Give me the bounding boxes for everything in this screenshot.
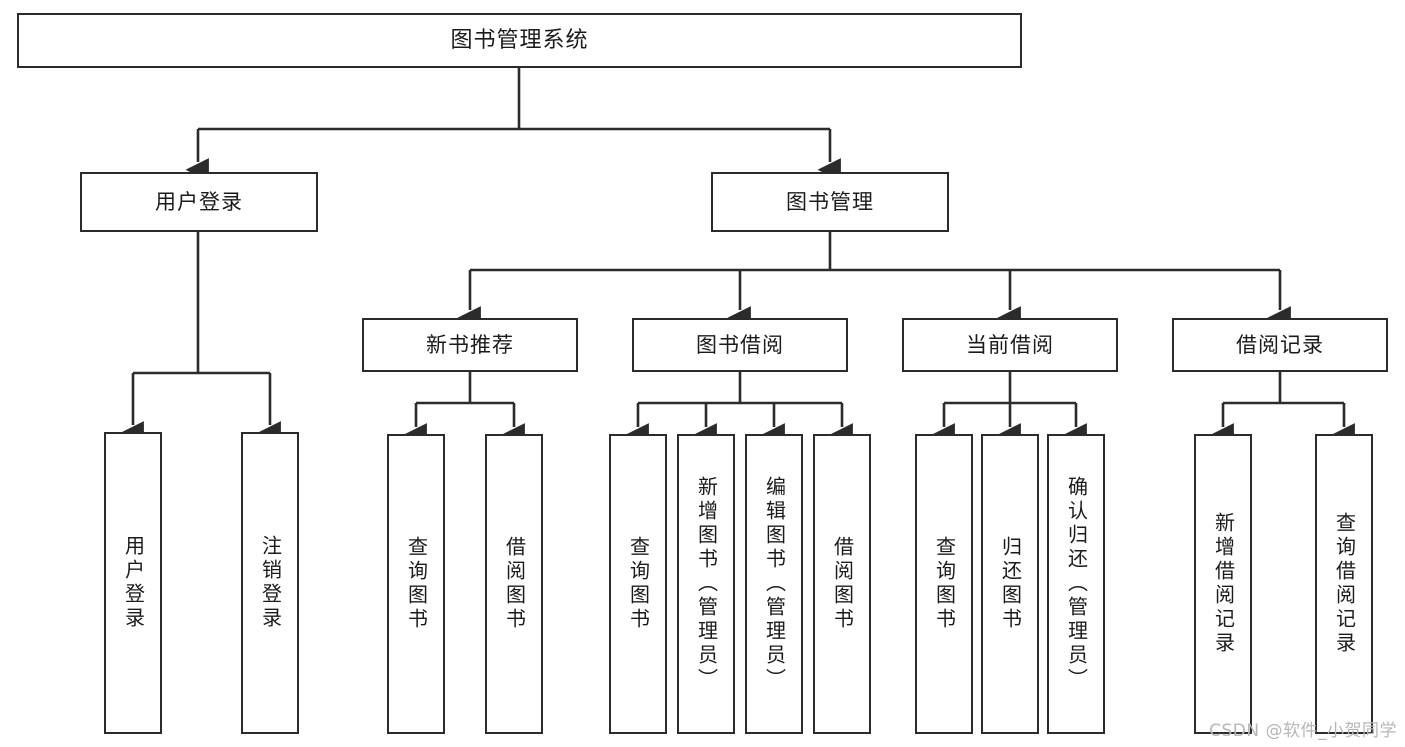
node-leaf-record-search-label: 查询借阅记录 xyxy=(1332,512,1357,656)
node-leaf-rec-borrow-book-label: 借阅图书 xyxy=(502,536,527,632)
node-leaf-borrow-add-book-label: 新增图书（管理员） xyxy=(694,476,719,692)
node-leaf-current-query-book-label: 查询图书 xyxy=(932,536,957,632)
node-leaf-current-confirm-return-label: 确认归还（管理员） xyxy=(1064,476,1089,692)
node-leaf-borrow-query-book[interactable]: 查询图书 xyxy=(609,434,667,734)
node-leaf-record-add-label: 新增借阅记录 xyxy=(1211,512,1236,656)
node-leaf-current-query-book[interactable]: 查询图书 xyxy=(915,434,973,734)
node-leaf-borrow-add-book[interactable]: 新增图书（管理员） xyxy=(677,434,735,734)
node-new-book-recommendation[interactable]: 新书推荐 xyxy=(362,318,578,372)
node-leaf-user-login-label: 用户登录 xyxy=(121,535,146,631)
node-borrow-record[interactable]: 借阅记录 xyxy=(1172,318,1388,372)
node-leaf-user-login[interactable]: 用户登录 xyxy=(104,432,162,734)
node-root-label: 图书管理系统 xyxy=(450,27,589,53)
node-user-login-label: 用户登录 xyxy=(155,189,243,214)
node-leaf-borrow-lend-book-label: 借阅图书 xyxy=(830,536,855,632)
node-leaf-rec-borrow-book[interactable]: 借阅图书 xyxy=(485,434,543,734)
node-leaf-current-confirm-return[interactable]: 确认归还（管理员） xyxy=(1047,434,1105,734)
node-current-borrow-label: 当前借阅 xyxy=(966,332,1054,357)
node-book-manage-label: 图书管理 xyxy=(786,189,874,214)
node-book-borrow[interactable]: 图书借阅 xyxy=(632,318,848,372)
node-leaf-rec-query-book[interactable]: 查询图书 xyxy=(387,434,445,734)
node-book-manage[interactable]: 图书管理 xyxy=(711,172,949,232)
node-root[interactable]: 图书管理系统 xyxy=(17,13,1022,68)
node-leaf-borrow-edit-book[interactable]: 编辑图书（管理员） xyxy=(745,434,803,734)
node-leaf-borrow-query-book-label: 查询图书 xyxy=(626,536,651,632)
node-leaf-current-return-book-label: 归还图书 xyxy=(998,536,1023,632)
node-current-borrow[interactable]: 当前借阅 xyxy=(902,318,1118,372)
node-user-login[interactable]: 用户登录 xyxy=(80,172,318,232)
node-book-borrow-label: 图书借阅 xyxy=(696,332,784,357)
node-new-book-recommendation-label: 新书推荐 xyxy=(426,332,514,357)
node-leaf-borrow-lend-book[interactable]: 借阅图书 xyxy=(813,434,871,734)
node-leaf-borrow-edit-book-label: 编辑图书（管理员） xyxy=(762,476,787,692)
node-leaf-record-search[interactable]: 查询借阅记录 xyxy=(1315,434,1373,734)
node-borrow-record-label: 借阅记录 xyxy=(1236,332,1324,357)
node-leaf-current-return-book[interactable]: 归还图书 xyxy=(981,434,1039,734)
node-leaf-record-add[interactable]: 新增借阅记录 xyxy=(1194,434,1252,734)
node-leaf-user-logout-label: 注销登录 xyxy=(258,535,283,631)
node-leaf-rec-query-book-label: 查询图书 xyxy=(404,536,429,632)
node-leaf-user-logout[interactable]: 注销登录 xyxy=(241,432,299,734)
